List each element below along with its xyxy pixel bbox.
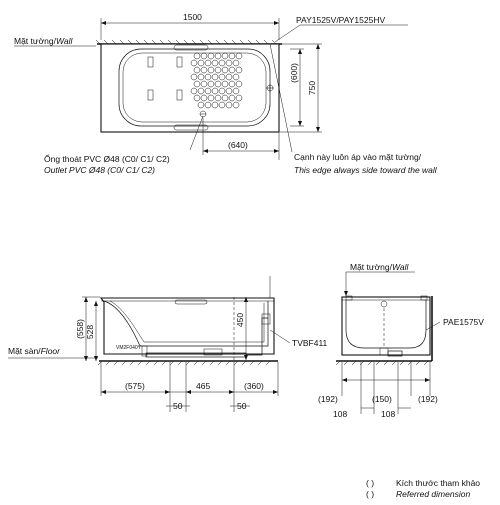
end-dim-108a: 108: [333, 409, 347, 419]
side-drain-height-dim: 450: [235, 313, 245, 327]
end-tub-outline: [341, 296, 431, 356]
side-valve-label: VM2F040Y: [116, 345, 142, 351]
anti-slip-dots: [190, 52, 243, 109]
side-dim-465: 465: [196, 381, 210, 391]
side-dim-360: (360): [244, 381, 264, 391]
end-dim-108b: 108: [381, 409, 395, 419]
side-trap-label: TVBF411: [292, 338, 328, 348]
plan-model-label: PAY1525V/PAY1525HV: [296, 15, 385, 25]
plan-wall-label: Mặt tường/Wall: [14, 36, 73, 46]
plan-view: 1500 Mặt tường/Wall: [14, 12, 438, 175]
plan-inner-depth-dim: (600): [289, 63, 299, 83]
plan-edge-vi: Cạnh này luôn áp vào mặt tường/: [294, 152, 422, 162]
legend-bracket-1: ( ): [366, 478, 374, 488]
legend: ( ) Kích thước tham khảo ( ) Referred di…: [366, 478, 480, 499]
end-panel-label: PAE1575V: [443, 317, 484, 327]
end-elevation-view: Mặt tường/Wall PAE1575V: [318, 262, 484, 419]
end-dim-192a: (192): [318, 394, 338, 404]
end-dim-150: (150): [372, 394, 392, 404]
side-floor-label: Mặt sàn/Floor: [8, 346, 61, 356]
plan-width-dim: 1500: [183, 12, 202, 22]
legend-en: Referred dimension: [396, 489, 470, 499]
plan-edge-en: This edge always side toward the wall: [294, 165, 438, 175]
side-dim-575: (575): [125, 381, 145, 391]
plan-depth-dim: 750: [307, 81, 317, 95]
plan-outlet-en: Outlet PVC Ø48 (C0/ C1/ C2): [44, 165, 155, 175]
side-dim-50b: 50: [237, 401, 247, 411]
side-rim-dim: 528: [85, 325, 95, 339]
plan-outlet-offset-dim: (640): [228, 140, 248, 150]
end-dim-192b: (192): [418, 394, 438, 404]
side-dim-50a: 50: [173, 401, 183, 411]
plan-tub-outline: [100, 43, 280, 133]
side-elevation-view: Mặt sàn/Floor VM2F040Y TVBF411 (558) 528: [8, 276, 328, 412]
side-tub-outline: [99, 297, 275, 355]
plan-outlet-vi: Ống thoát PVC Ø48 (C0/ C1/ C2): [44, 153, 170, 164]
legend-bracket-2: ( ): [366, 489, 374, 499]
legend-vi: Kích thước tham khảo: [396, 478, 480, 488]
end-wall-label: Mặt tường/Wall: [350, 262, 409, 272]
side-height-dim: (558): [75, 319, 85, 339]
